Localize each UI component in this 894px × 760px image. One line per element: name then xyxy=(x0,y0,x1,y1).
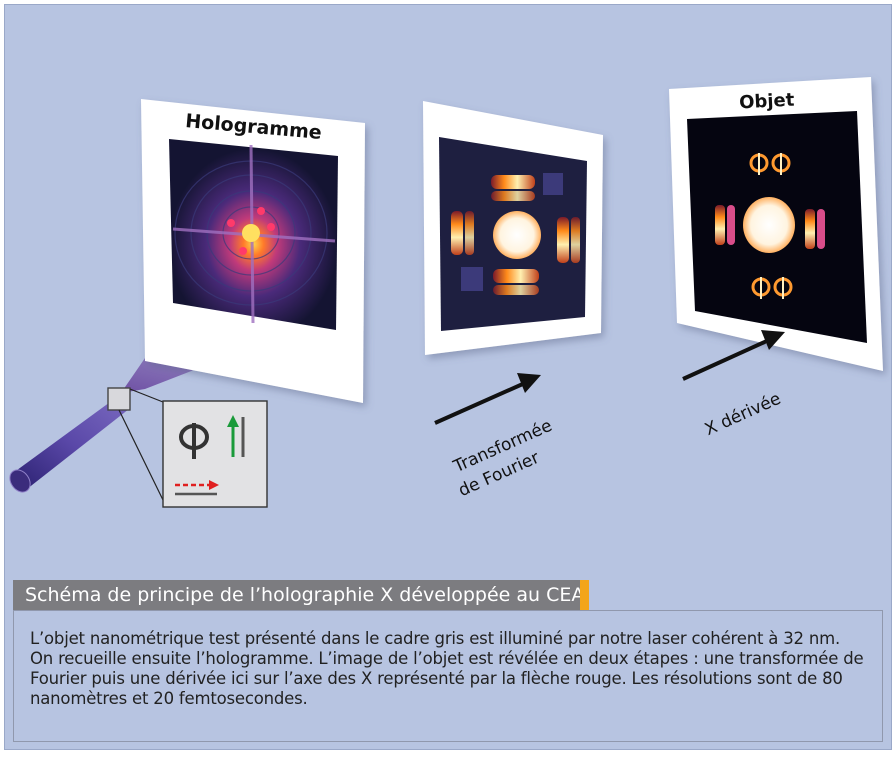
inset-line-bottom xyxy=(118,409,164,501)
hologram-image xyxy=(169,139,338,330)
arrow-derivee xyxy=(682,330,785,381)
arrow-fourier-line xyxy=(434,381,526,425)
arrow-fourier xyxy=(434,373,541,425)
green-arrow-icon xyxy=(227,415,245,457)
beam-tube xyxy=(13,397,129,489)
sample-frame xyxy=(107,387,268,508)
arrow-derivee-head xyxy=(761,330,785,350)
arrow-derivee-label: X dérivée xyxy=(702,389,784,440)
object-inset xyxy=(162,400,268,508)
figure: Hologramme xyxy=(4,4,892,750)
inset-line-top xyxy=(129,388,164,403)
beam-end xyxy=(9,469,31,493)
arrow-fourier-head xyxy=(517,373,541,393)
red-dashed-arrow-icon xyxy=(175,480,219,496)
arrow-derivee-line xyxy=(682,338,770,381)
panel-objet-title: Objet xyxy=(739,90,796,114)
diagram: Hologramme xyxy=(9,77,883,508)
caption-title: Schéma de principe de l’holographie X dé… xyxy=(13,580,584,610)
fourier-image xyxy=(439,137,587,331)
caption-accent-bar xyxy=(580,580,589,610)
sample-square xyxy=(107,387,131,411)
phi-glyph-icon xyxy=(179,423,210,459)
object-image xyxy=(687,111,867,343)
caption-body: L’objet nanométrique test présenté dans … xyxy=(13,610,883,742)
